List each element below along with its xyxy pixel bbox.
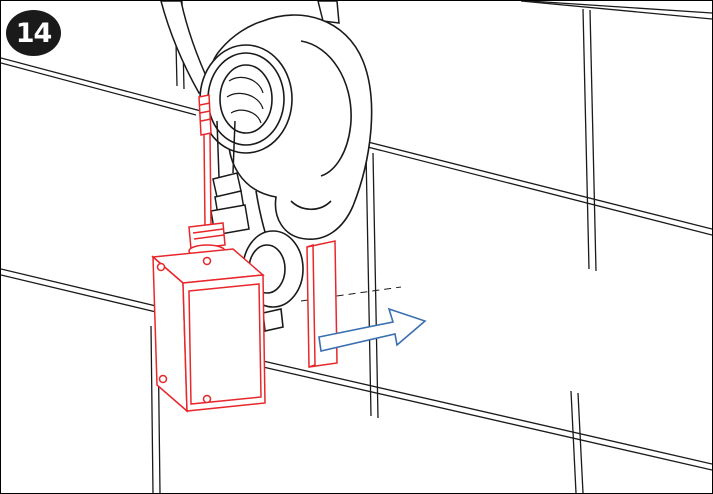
tile-joint-upper-left xyxy=(1,57,202,112)
tile-joint-vertical-4b xyxy=(589,9,597,272)
control-box-lid-edge xyxy=(188,283,262,405)
hose-top-right xyxy=(317,1,340,24)
tile-joint-vertical-4 xyxy=(582,8,590,270)
box-screw-1 xyxy=(156,262,166,272)
step-number: 14 xyxy=(15,17,53,49)
tile-joint-upper-left-2 xyxy=(1,62,197,116)
outlet-thread xyxy=(226,76,264,124)
trap-contour-1 xyxy=(300,40,352,177)
trap-contour-2 xyxy=(290,200,332,211)
tile-joint-upper-right-2 xyxy=(355,143,712,236)
cable-gland-ribs xyxy=(192,228,225,240)
tile-joint-lower-left xyxy=(1,268,157,307)
box-screw-2 xyxy=(202,256,212,266)
fitting-pipe xyxy=(216,120,236,178)
tile-joint-top-right-2 xyxy=(528,1,712,14)
box-screw-3 xyxy=(158,374,168,384)
tile-joint-top-right xyxy=(520,1,712,20)
step-number-badge: 14 xyxy=(6,10,61,56)
tile-horizontal-joints xyxy=(1,1,712,471)
tile-joint-vertical-5b xyxy=(577,392,584,493)
tile-joint-lower-right-2 xyxy=(262,366,712,471)
sensor-probe-ribs xyxy=(199,102,212,122)
tile-joint-vertical-3b xyxy=(372,152,379,419)
tile-joint-vertical-5 xyxy=(570,390,577,493)
mount-bracket xyxy=(262,308,284,332)
siphon-trap xyxy=(199,14,373,332)
mounting-plate-edge xyxy=(306,243,316,368)
tile-joint-vertical-2 xyxy=(150,325,154,493)
sensor-probe xyxy=(198,94,212,136)
box-screw-4 xyxy=(202,394,212,404)
right-arrow-icon xyxy=(318,307,427,352)
tile-joint-upper-right xyxy=(355,138,712,230)
sensor-cable xyxy=(203,133,212,228)
outlet-ring-inner xyxy=(219,64,273,134)
tile-joint-vertical-3 xyxy=(365,150,372,417)
control-box-front xyxy=(182,274,266,412)
tile-joint-lower-right xyxy=(262,360,712,465)
highlighted-components xyxy=(151,94,338,413)
tile-joint-lower-left-2 xyxy=(1,274,157,313)
supply-hose xyxy=(160,1,340,94)
